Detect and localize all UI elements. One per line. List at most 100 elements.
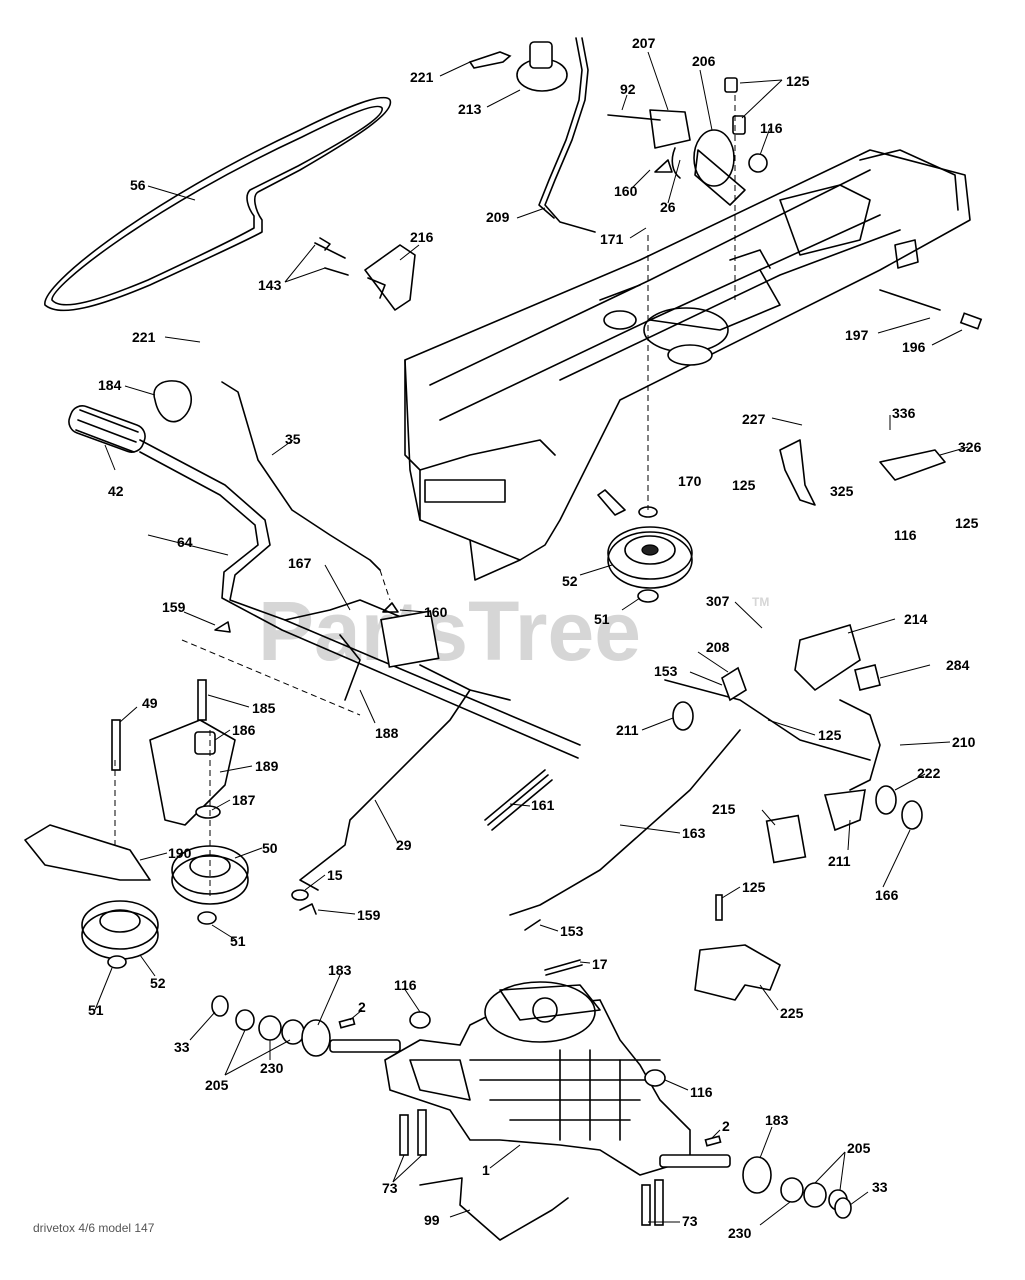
nut-51-mid: [197, 911, 217, 925]
plate-215: [765, 814, 807, 864]
callout-116b: 116: [894, 527, 917, 543]
rod-35: [221, 381, 381, 571]
callout-159: 159: [162, 599, 186, 615]
callout-211: 211: [616, 722, 639, 738]
callout-187: 187: [232, 792, 256, 808]
callout-92: 92: [620, 81, 636, 97]
bolt-73-right-a: [641, 1184, 651, 1226]
callout-99: 99: [424, 1212, 440, 1228]
callout-49: 49: [142, 695, 158, 711]
callout-214: 214: [904, 611, 928, 627]
upper-linkage: [607, 77, 768, 206]
callout-51c: 51: [88, 1002, 104, 1018]
callout-190: 190: [168, 845, 192, 861]
rod-210: [839, 699, 881, 791]
callout-153b: 153: [560, 923, 584, 939]
pin-159: [214, 621, 231, 633]
callout-186: 186: [232, 722, 256, 738]
washer-222: [875, 785, 897, 815]
callout-183b: 183: [765, 1112, 789, 1128]
callout-52: 52: [562, 573, 578, 589]
watermark-text: PartsTree: [258, 584, 641, 678]
spacer-186: [194, 731, 216, 755]
callout-227: 227: [742, 411, 766, 427]
spring-153b: [524, 919, 541, 931]
callout-325: 325: [830, 483, 854, 499]
callout-185: 185: [252, 700, 276, 716]
key-2-left: [338, 1017, 356, 1029]
callout-205b: 205: [847, 1140, 871, 1156]
callout-29: 29: [396, 837, 412, 853]
callout-326: 326: [958, 439, 982, 455]
lift-lever-209: [544, 37, 596, 233]
callout-2b: 2: [722, 1118, 730, 1134]
callout-206: 206: [692, 53, 716, 69]
callout-284: 284: [946, 657, 970, 673]
bracket-216: [314, 237, 416, 311]
washer-230-right: [780, 1177, 804, 1203]
callout-307: 307: [706, 593, 730, 609]
callout-33b: 33: [872, 1179, 888, 1195]
drive-belt-56: [44, 96, 392, 312]
footer-caption: drivetox 4/6 model 147: [33, 1221, 155, 1235]
callout-125d: 125: [818, 727, 842, 743]
callout-208: 208: [706, 639, 730, 655]
callout-222: 222: [917, 765, 941, 781]
washer-205-left-b: [281, 1019, 305, 1045]
shaft-assembly-188: [284, 599, 511, 701]
callout-170: 170: [678, 473, 702, 489]
callout-125c: 125: [955, 515, 979, 531]
callout-210: 210: [952, 734, 976, 750]
callout-225: 225: [780, 1005, 804, 1021]
washer-166: [901, 800, 923, 830]
bracket-211b: [823, 789, 866, 832]
washer-205-left-a: [235, 1009, 255, 1031]
callout-215: 215: [712, 801, 736, 817]
watermark-tm: TM: [752, 595, 769, 609]
callout-221: 221: [410, 69, 434, 85]
cap-213: [516, 41, 568, 92]
spring-17: [544, 959, 583, 976]
part-drawings: [24, 37, 983, 1241]
callout-73: 73: [382, 1180, 398, 1196]
bracket-325: [779, 439, 816, 506]
transaxle-1: [329, 981, 731, 1176]
clip-160: [382, 602, 399, 613]
callout-2: 2: [358, 999, 366, 1015]
callout-160: 160: [614, 183, 638, 199]
callout-33: 33: [174, 1039, 190, 1055]
callout-125e: 125: [742, 879, 766, 895]
callout-56: 56: [130, 177, 146, 193]
callout-1: 1: [482, 1162, 490, 1178]
bolt-73-left-b: [417, 1109, 427, 1156]
washer-33-left: [211, 995, 229, 1017]
callout-73b: 73: [682, 1213, 698, 1229]
callout-51: 51: [594, 611, 610, 627]
callout-51b: 51: [230, 933, 246, 949]
bolt-73-right-b: [654, 1179, 664, 1226]
callout-125: 125: [786, 73, 810, 89]
rod-29: [299, 689, 471, 891]
callout-153: 153: [654, 663, 678, 679]
bracket-326: [879, 449, 946, 481]
pedal-pad-214: [794, 624, 861, 692]
washer-230-left: [258, 1015, 282, 1041]
pin-159b: [299, 903, 317, 915]
pedal-shaft-64: [139, 439, 581, 746]
handle-grip-42: [68, 405, 146, 453]
callout-52b: 52: [150, 975, 166, 991]
nut-51-bottom: [107, 955, 127, 969]
main-frame: [404, 149, 983, 581]
callout-211b: 211: [828, 853, 851, 869]
rod-99: [419, 1177, 569, 1241]
callout-160b: 160: [424, 604, 448, 620]
callout-15: 15: [327, 867, 343, 883]
bolt-125e: [715, 894, 723, 921]
callout-116d: 116: [690, 1084, 713, 1100]
nut-116-right: [644, 1069, 666, 1087]
spring-208: [721, 666, 747, 702]
callout-205: 205: [205, 1077, 229, 1093]
callout-163: 163: [682, 825, 706, 841]
callout-230: 230: [260, 1060, 284, 1076]
